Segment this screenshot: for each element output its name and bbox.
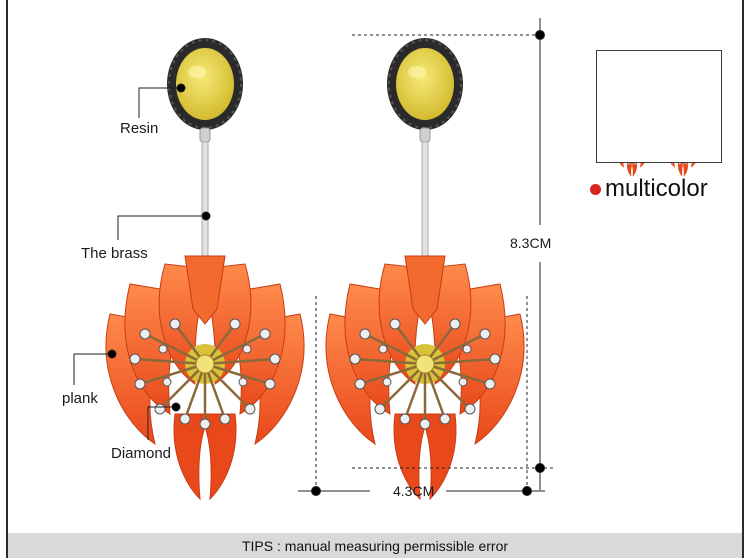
product-frame <box>6 0 744 558</box>
variant-label: multicolor <box>605 175 708 202</box>
height-dimension: 8.3CM <box>510 235 552 251</box>
earring-right <box>324 36 526 501</box>
width-dimension: 4.3CM <box>393 483 435 499</box>
color-dot-icon <box>590 183 601 195</box>
variant-thumbnail[interactable] <box>596 50 722 163</box>
variant-option[interactable]: multicolor <box>590 174 708 204</box>
callout-plank: plank <box>62 390 98 407</box>
callout-diamond: Diamond <box>111 445 172 462</box>
earring-left <box>104 36 306 501</box>
callout-brass: The brass <box>81 245 148 262</box>
tips-text: TIPS : manual measuring permissible erro… <box>241 537 509 554</box>
tips-bar: TIPS : manual measuring permissible erro… <box>8 533 742 558</box>
callout-resin: Resin <box>120 120 159 137</box>
